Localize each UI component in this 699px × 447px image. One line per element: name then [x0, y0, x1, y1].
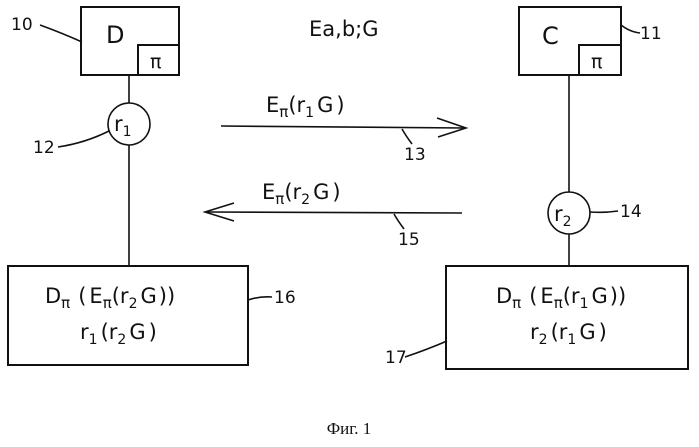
param-label: Ea,b;G [309, 17, 379, 41]
ref-17: 17 [385, 348, 407, 368]
circle-r1-label: r1 [114, 112, 132, 140]
ref-12: 12 [33, 138, 55, 158]
ref-16: 16 [274, 288, 296, 308]
leader-14 [590, 211, 618, 212]
box-d-pi: π [150, 51, 161, 73]
box-d-label: D [106, 21, 124, 49]
arrow-15-label: Eπ(r2G) [262, 180, 341, 208]
box-c-pi: π [591, 51, 602, 73]
arrow-13-label: Eπ(r1G) [266, 93, 345, 121]
circle-r2-label: r2 [554, 202, 572, 230]
box-16 [8, 266, 248, 365]
figure-caption: Фиг. 1 [327, 419, 372, 438]
box-c-label: C [542, 22, 559, 50]
arrow-15-shaft [207, 212, 462, 213]
arrow-13-shaft [221, 126, 464, 128]
leader-17 [405, 341, 447, 357]
ref-15: 15 [398, 230, 420, 250]
leader-15 [394, 214, 404, 229]
leader-11 [621, 25, 640, 33]
leader-10 [40, 25, 82, 42]
ref-11: 11 [640, 24, 662, 44]
leader-13 [402, 129, 412, 144]
ref-10: 10 [11, 15, 33, 35]
leader-16 [248, 297, 272, 300]
box-17 [446, 266, 688, 369]
ref-14: 14 [620, 202, 642, 222]
ref-13: 13 [404, 145, 426, 165]
leader-12 [58, 131, 109, 147]
